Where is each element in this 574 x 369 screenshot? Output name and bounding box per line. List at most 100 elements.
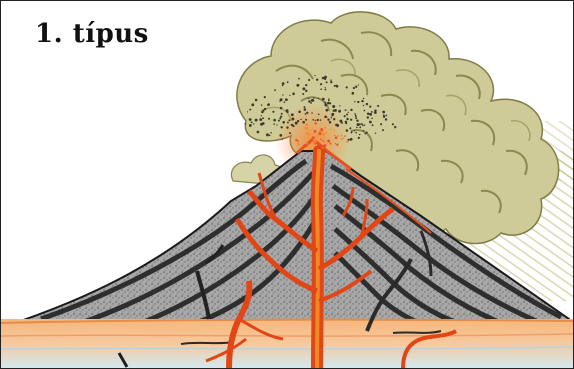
ejecta-particle — [323, 146, 325, 148]
ejecta-particle — [328, 98, 330, 100]
ejecta-particle — [338, 110, 341, 113]
ejecta-particle — [280, 107, 283, 110]
ejecta-particle — [355, 86, 357, 88]
ejecta-particle — [253, 123, 254, 124]
ejecta-particle — [377, 105, 379, 107]
ejecta-particle — [269, 134, 271, 136]
ejecta-particle — [353, 87, 355, 89]
ejecta-particle — [346, 86, 348, 88]
ejecta-particle — [346, 129, 349, 132]
ejecta-particle — [345, 109, 347, 111]
ejecta-particle — [304, 108, 307, 111]
ejecta-particle — [354, 130, 355, 131]
ejecta-particle — [392, 123, 394, 125]
ejecta-particle — [302, 87, 305, 90]
ejecta-particle — [268, 118, 270, 120]
ejecta-particle — [340, 135, 342, 137]
ejecta-particle — [344, 135, 345, 136]
ejecta-particle — [371, 111, 373, 113]
ejecta-particle — [285, 98, 288, 101]
ejecta-particle — [314, 75, 315, 76]
ejecta-particle — [251, 103, 254, 106]
ejecta-particle — [282, 94, 283, 95]
ejecta-particle — [346, 141, 348, 143]
ejecta-particle — [339, 120, 342, 123]
ejecta-particle — [344, 115, 346, 117]
ejecta-particle — [297, 143, 300, 146]
ejecta-particle — [325, 87, 326, 88]
ejecta-particle — [335, 136, 338, 139]
ejecta-particle — [295, 122, 298, 125]
ejecta-particle — [316, 78, 318, 80]
ejecta-particle — [318, 98, 319, 99]
ejecta-particle — [346, 118, 348, 120]
ejecta-particle — [333, 130, 334, 131]
ejecta-particle — [306, 132, 309, 135]
ejecta-particle — [292, 93, 295, 96]
ejecta-particle — [305, 90, 307, 92]
ejecta-particle — [363, 130, 364, 131]
ejecta-particle — [357, 101, 359, 103]
ejecta-particle — [311, 112, 312, 113]
ejecta-particle — [328, 100, 330, 102]
ejecta-particle — [314, 143, 316, 145]
ground-layers — [1, 319, 573, 368]
ejecta-particle — [309, 147, 311, 149]
ejecta-particle — [288, 119, 290, 121]
ejecta-particle — [313, 97, 315, 99]
ejecta-particle — [313, 143, 314, 144]
ejecta-particle — [330, 79, 332, 81]
ejecta-particle — [337, 135, 339, 137]
ejecta-particle — [308, 98, 309, 99]
ejecta-particle — [312, 119, 314, 121]
ejecta-particle — [363, 98, 365, 100]
ejecta-particle — [313, 132, 315, 134]
ejecta-particle — [315, 120, 316, 121]
ejecta-particle — [305, 123, 308, 126]
ejecta-particle — [358, 84, 359, 85]
ejecta-particle — [334, 85, 336, 87]
ejecta-particle — [297, 120, 299, 122]
ejecta-particle — [317, 119, 319, 121]
ejecta-particle — [352, 92, 355, 95]
ejecta-particle — [369, 121, 372, 124]
ejecta-particle — [369, 113, 372, 116]
ejecta-particle — [350, 119, 352, 121]
ejecta-particle — [257, 131, 260, 134]
ejecta-particle — [329, 121, 332, 124]
ejecta-particle — [336, 124, 339, 127]
ejecta-particle — [311, 99, 314, 102]
ejecta-particle — [255, 99, 258, 102]
ejecta-particle — [345, 122, 347, 124]
ejecta-particle — [308, 79, 310, 81]
ejecta-particle — [324, 104, 327, 107]
ejecta-particle — [287, 121, 289, 123]
ejecta-particle — [318, 113, 320, 115]
ejecta-particle — [320, 119, 322, 121]
ejecta-particle — [322, 140, 323, 141]
ejecta-particle — [298, 111, 301, 114]
ejecta-particle — [279, 134, 282, 137]
ejecta-particle — [270, 132, 272, 134]
ejecta-particle — [326, 81, 328, 83]
ejecta-particle — [325, 89, 327, 91]
ejecta-particle — [303, 144, 306, 147]
ejecta-particle — [336, 85, 337, 86]
ejecta-particle — [306, 142, 308, 144]
ejecta-particle — [281, 113, 283, 115]
ejecta-particle — [313, 139, 315, 141]
ejecta-particle — [326, 143, 328, 145]
ejecta-particle — [282, 85, 284, 87]
ejecta-particle — [305, 84, 307, 86]
ejecta-particle — [327, 140, 330, 143]
ejecta-particle — [273, 123, 275, 125]
ejecta-particle — [365, 133, 367, 135]
ejecta-particle — [286, 126, 288, 128]
ejecta-particle — [310, 102, 312, 104]
ejecta-particle — [264, 108, 266, 110]
ejecta-particle — [324, 127, 326, 129]
ejecta-particle — [295, 139, 297, 141]
ejecta-particle — [333, 118, 335, 120]
ejecta-particle — [312, 136, 315, 139]
